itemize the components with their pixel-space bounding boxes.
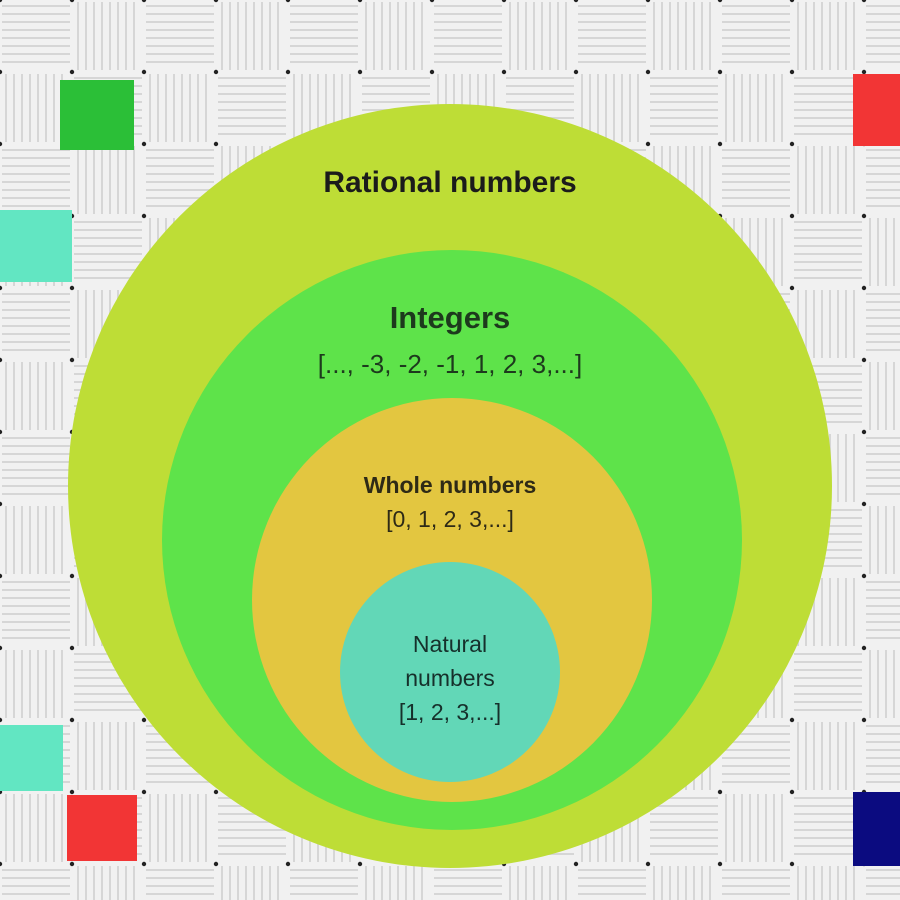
whole-numbers-label: Whole numbers: [363, 472, 537, 498]
green-square: [60, 80, 134, 150]
red-square-top-right: [853, 74, 900, 146]
red-square-bottom-left: [67, 795, 137, 861]
natural-numbers-label-line1: Natural: [412, 631, 488, 657]
whole-numbers-example: [0, 1, 2, 3,...]: [386, 506, 514, 532]
navy-square: [853, 792, 900, 866]
natural-numbers-label-line2: numbers: [405, 665, 495, 691]
integers-example: [..., -3, -2, -1, 1, 2, 3,...]: [317, 349, 583, 379]
natural-numbers-example: [1, 2, 3,...]: [398, 699, 502, 725]
natural-numbers-circle: [340, 562, 560, 782]
integers-label: Integers: [389, 300, 511, 335]
teal-square-left-bottom: [0, 725, 63, 791]
teal-square-left-top: [0, 210, 72, 282]
rational-numbers-label: Rational numbers: [323, 166, 577, 199]
